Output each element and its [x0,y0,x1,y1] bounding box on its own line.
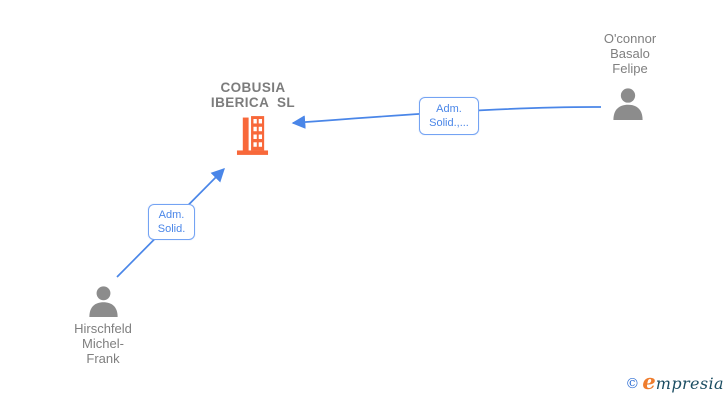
person-node-hirschfeld[interactable] [85,286,122,317]
logo-wordmark: mpresia [655,374,724,393]
person-name-oconnor-line3: Felipe [612,61,648,76]
company-name-line2: IBERICA SL [210,95,296,110]
person-name-hirschfeld-line3: Frank [86,351,120,366]
logo-letter-e: e [642,369,656,394]
edge-label-line2: Solid.,... [429,117,469,129]
edge-label-line2: Solid. [157,223,186,235]
person-name-oconnor-line1: O'connor [603,31,657,46]
company-name: COBUSIA IBERICA SL [168,80,338,110]
empresia-logo[interactable]: ©empresia [625,369,724,394]
person-name-hirschfeld: Hirschfeld Michel- Frank [41,321,165,366]
edge-label-adm-solid-bottom[interactable]: Adm. Solid. [148,204,195,240]
company-node[interactable] [236,116,269,155]
person-name-oconnor: O'connor Basalo Felipe [568,31,692,76]
building-icon [236,116,269,155]
person-icon [613,88,643,120]
edge-label-line1: Adm. [436,103,462,115]
person-name-hirschfeld-line1: Hirschfeld [74,321,132,336]
person-name-hirschfeld-line2: Michel- [82,336,124,351]
person-icon [89,286,118,317]
edge-label-adm-solid-top[interactable]: Adm. Solid.,... [419,97,479,135]
edge-label-line1: Adm. [158,209,185,221]
person-name-oconnor-line2: Basalo [610,46,650,61]
company-name-line1: COBUSIA [220,80,286,95]
copyright-icon: © [625,376,640,392]
person-node-oconnor[interactable] [609,88,647,120]
